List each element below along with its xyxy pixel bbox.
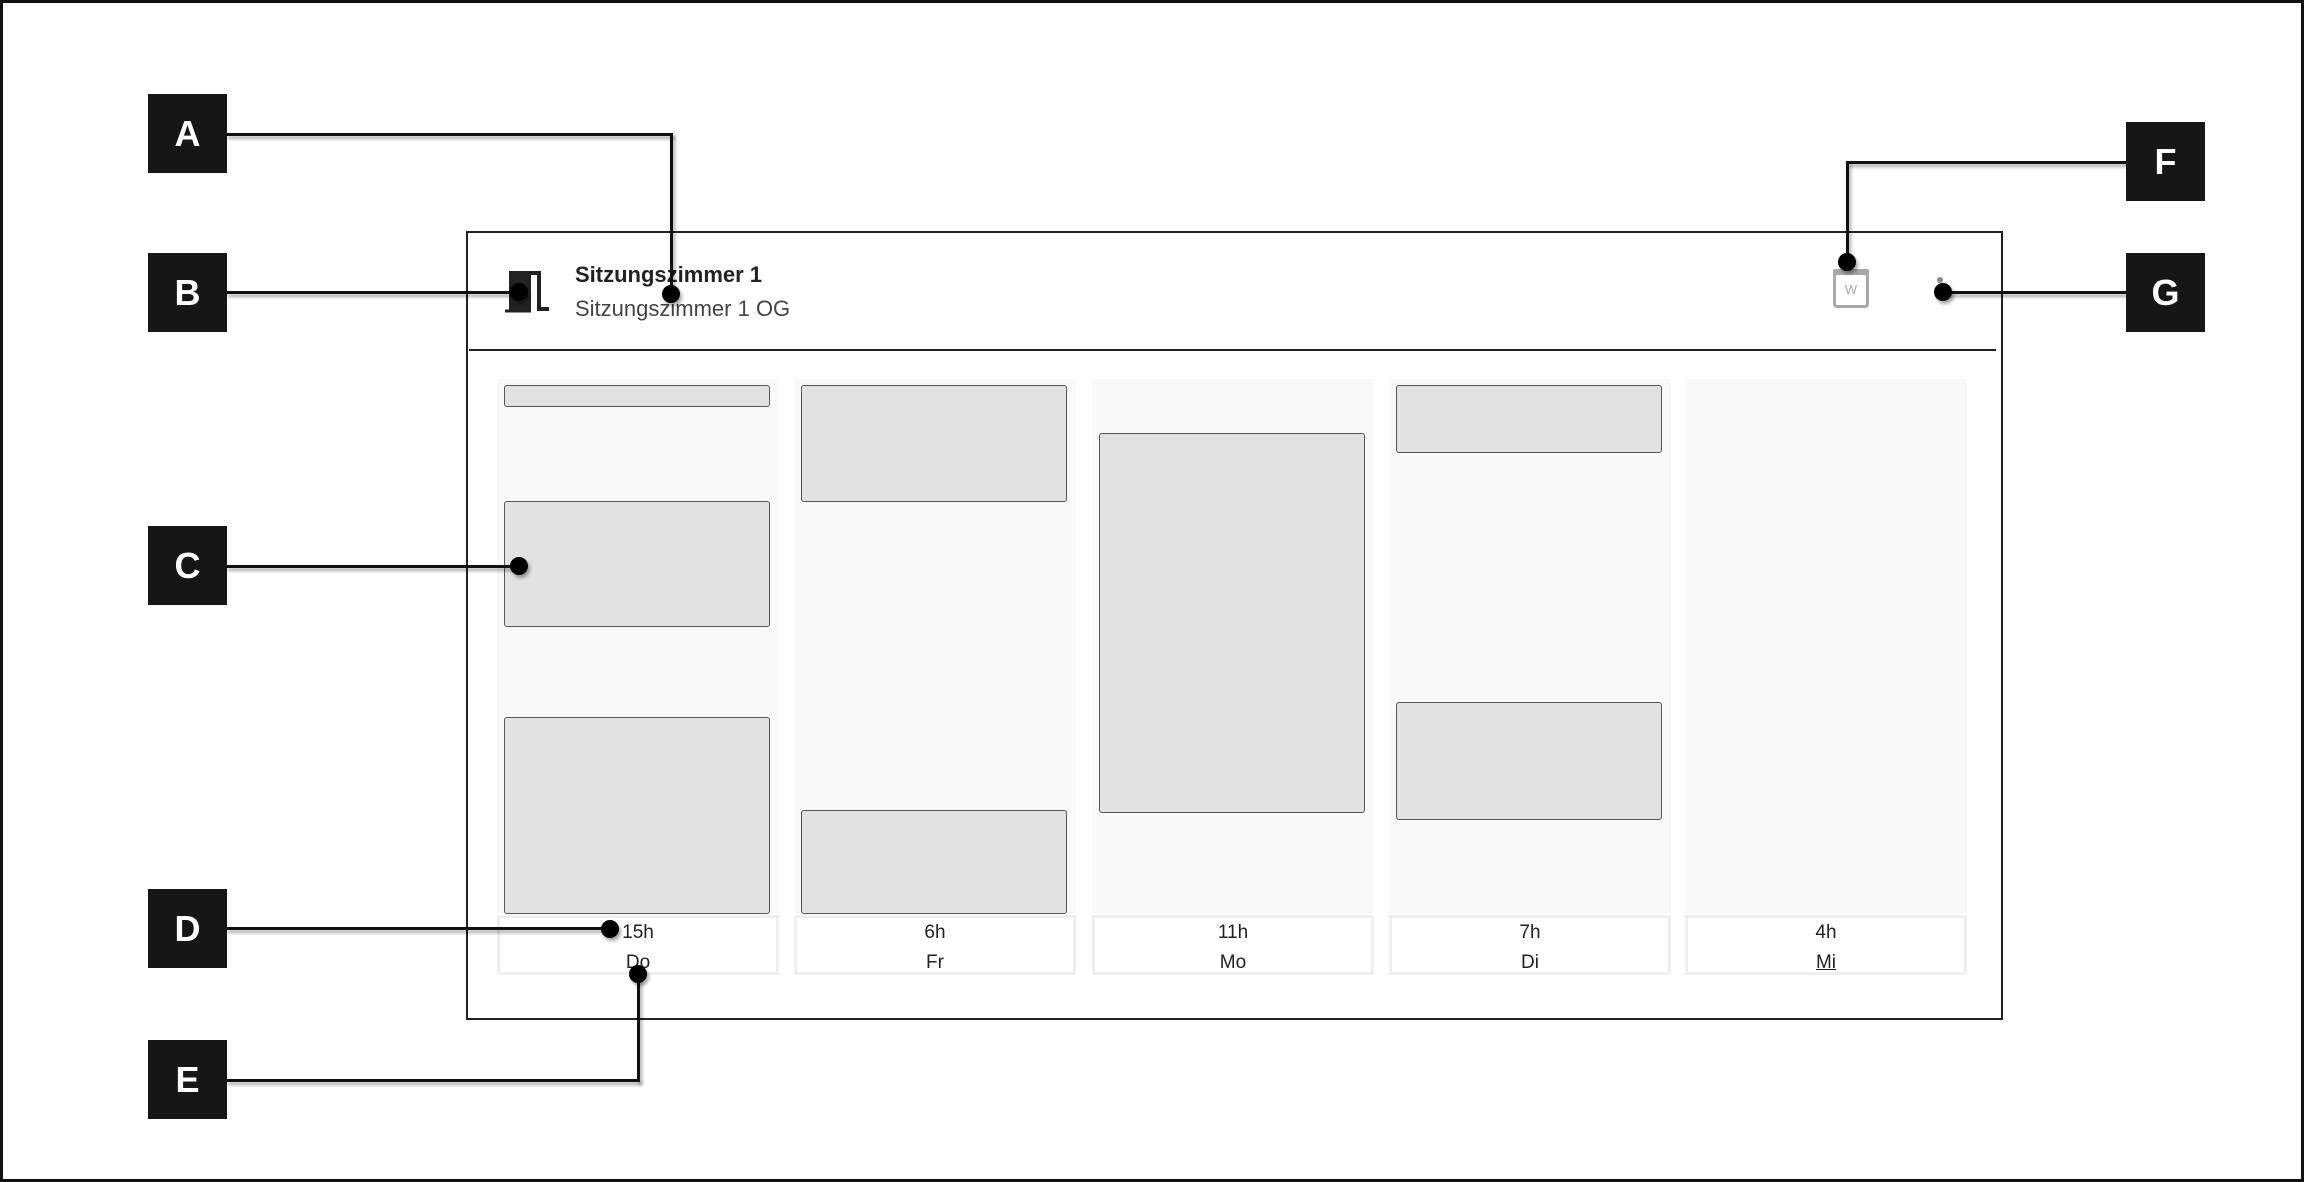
callout-label-g: G bbox=[2126, 253, 2205, 332]
callout-label-c: C bbox=[148, 526, 227, 605]
callout-dot bbox=[1838, 253, 1856, 271]
day-column-fr[interactable] bbox=[794, 379, 1076, 914]
callout-line bbox=[1943, 291, 2126, 294]
callout-dot bbox=[510, 283, 528, 301]
menu-dot-icon[interactable] bbox=[1937, 277, 1943, 283]
callout-line bbox=[226, 927, 610, 930]
callout-dot bbox=[662, 285, 680, 303]
booking-block[interactable] bbox=[1396, 385, 1662, 453]
callout-line bbox=[670, 133, 673, 294]
day-label-selected: Mi bbox=[1688, 952, 1964, 974]
day-hours: 4h bbox=[1815, 922, 1837, 943]
day-label: Mo bbox=[1219, 952, 1247, 973]
callout-label-a: A bbox=[148, 94, 227, 173]
day-column-di[interactable] bbox=[1389, 379, 1671, 914]
callout-label-f: F bbox=[2126, 122, 2205, 201]
callout-label-d: D bbox=[148, 889, 227, 968]
callout-line bbox=[226, 565, 519, 568]
room-subtitle: Sitzungszimmer 1 OG bbox=[575, 296, 791, 321]
booking-block[interactable] bbox=[504, 717, 770, 914]
callout-dot bbox=[510, 557, 528, 575]
callout-label-b: B bbox=[148, 253, 227, 332]
day-hours: 15h bbox=[622, 922, 654, 943]
day-label: Fr bbox=[926, 952, 944, 973]
day-hours: 11h bbox=[1217, 922, 1249, 943]
callout-label-e: E bbox=[148, 1040, 227, 1119]
day-label: Di bbox=[1521, 952, 1539, 973]
day-hours: 7h bbox=[1519, 922, 1541, 943]
booking-block[interactable] bbox=[504, 501, 770, 627]
header-divider bbox=[469, 349, 1996, 351]
day-hours: 6h bbox=[924, 922, 946, 943]
callout-dot bbox=[629, 965, 647, 983]
callout-line bbox=[1846, 161, 2126, 164]
day-label-text: Mi bbox=[1815, 952, 1837, 973]
callout-line bbox=[226, 291, 519, 294]
day-column-mo[interactable] bbox=[1092, 379, 1374, 914]
booking-block[interactable] bbox=[801, 810, 1067, 914]
calendar-week-icon[interactable]: W bbox=[1833, 269, 1869, 308]
booking-block[interactable] bbox=[1396, 702, 1662, 820]
callout-dot bbox=[1934, 283, 1952, 301]
day-column-do[interactable] bbox=[497, 379, 779, 914]
callout-line bbox=[1846, 161, 1849, 262]
callout-line bbox=[226, 1079, 640, 1082]
room-title: Sitzungszimmer 1 bbox=[575, 262, 763, 287]
booking-block[interactable] bbox=[1099, 433, 1365, 813]
booking-block[interactable] bbox=[801, 385, 1067, 502]
callout-line bbox=[226, 133, 673, 136]
day-column-mi[interactable] bbox=[1685, 379, 1967, 914]
callout-line bbox=[637, 974, 640, 1082]
callout-dot bbox=[601, 920, 619, 938]
booking-block[interactable] bbox=[504, 385, 770, 407]
